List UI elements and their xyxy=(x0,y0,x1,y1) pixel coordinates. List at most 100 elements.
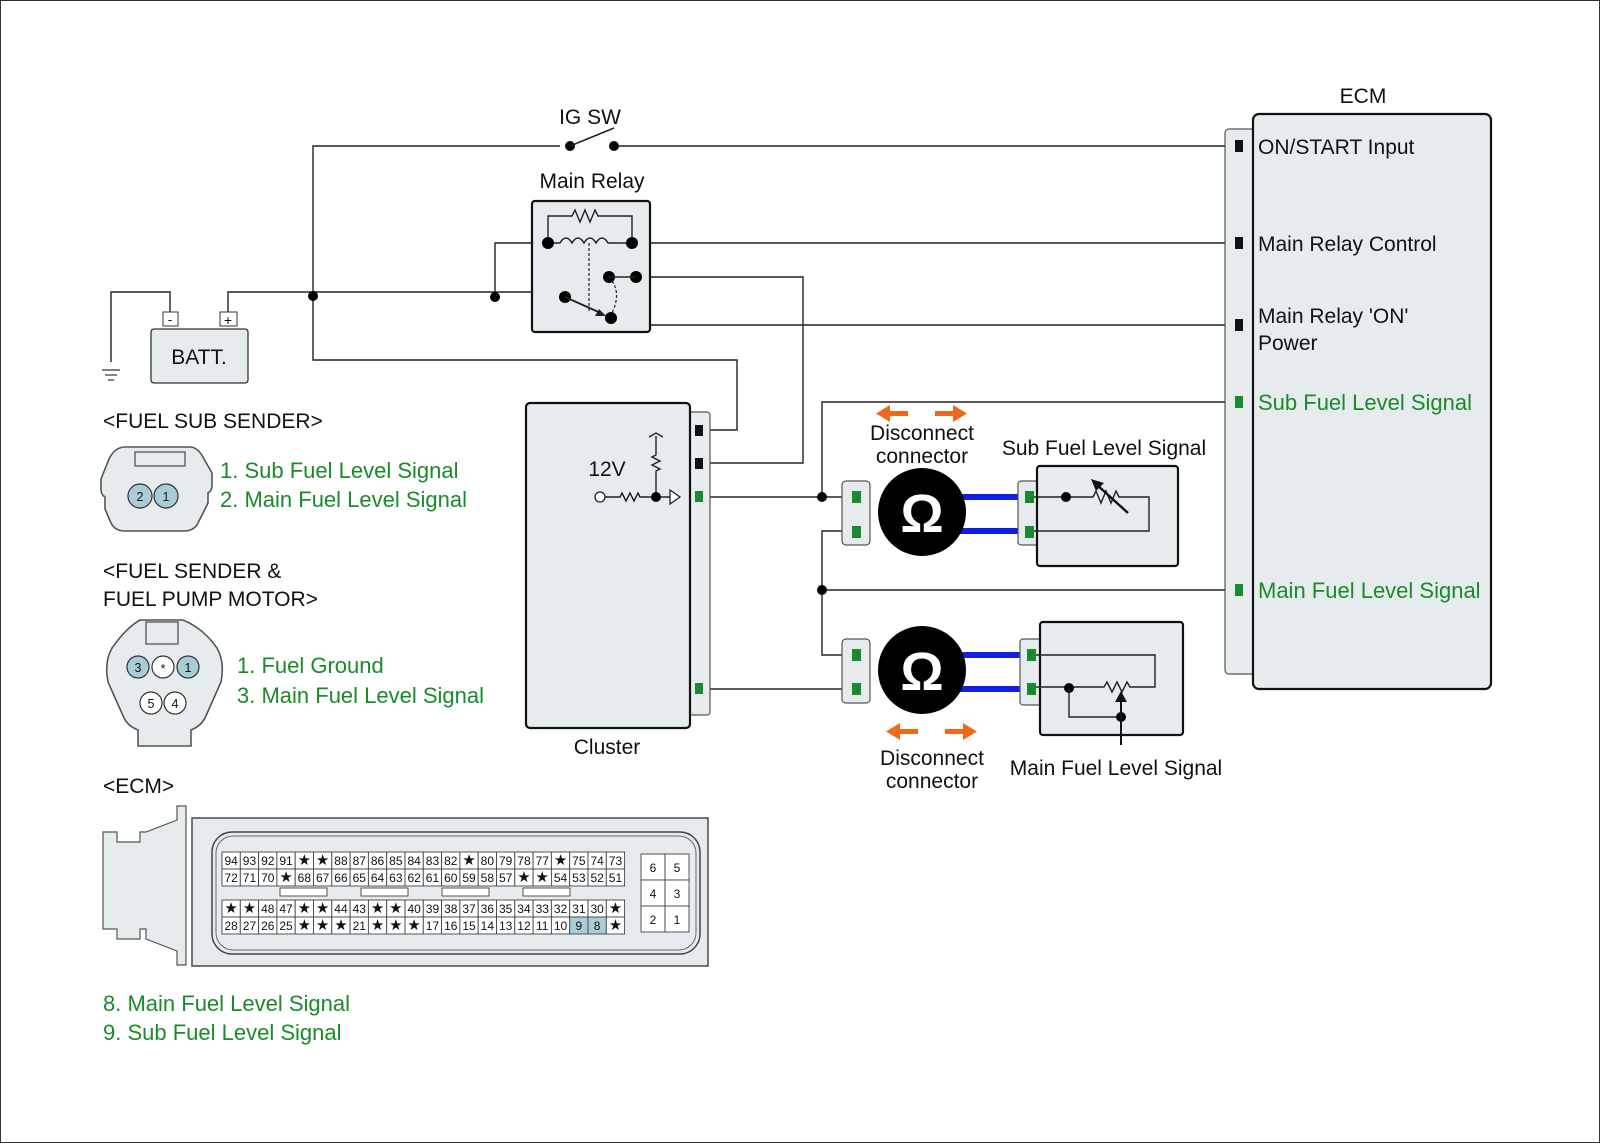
harness-connector[interactable] xyxy=(841,480,871,546)
connector-pin xyxy=(153,483,179,509)
ecm-pin-number: 6 xyxy=(650,861,657,875)
ecm-pin-number: 82 xyxy=(444,854,458,868)
ohmmeter-icon xyxy=(878,626,966,714)
variable-arrow xyxy=(1095,483,1129,514)
battery-neg-label: - xyxy=(168,312,172,327)
ecm-pin-number: 38 xyxy=(444,902,458,916)
ecm-pin-number: 71 xyxy=(243,871,257,885)
ecm-pin-number: ★ xyxy=(224,900,237,917)
ecm-pin-number: ★ xyxy=(298,852,311,869)
ecm-pin-number: 15 xyxy=(462,919,476,933)
sub-fuel-sender: Sub Fuel Level Signal xyxy=(1002,437,1206,568)
cluster-pin-green xyxy=(695,491,703,502)
ecm-pin-black xyxy=(1235,237,1243,249)
ecm-pin-cell xyxy=(640,905,666,933)
disconnect-arrows-icon xyxy=(876,405,967,422)
ecm-pin-number: 52 xyxy=(590,871,604,885)
ecm-pin-number: 88 xyxy=(334,854,348,868)
legend-item: 2. Main Fuel Level Signal xyxy=(220,487,467,512)
ecm-pin-number: 75 xyxy=(572,854,586,868)
battery-pos-label: + xyxy=(224,312,232,328)
ecm-pin-number: 4 xyxy=(650,887,657,901)
ecm-plug-body xyxy=(102,805,187,966)
cluster-supply-symbol xyxy=(648,432,664,438)
sub-sender-body xyxy=(1035,464,1180,568)
harness-pin-green xyxy=(852,649,861,661)
ecm-pin-number: 32 xyxy=(554,902,568,916)
pin-number: 2 xyxy=(137,490,144,504)
ecm-pin-green xyxy=(1235,396,1243,408)
ecm-pin-number: ★ xyxy=(389,917,402,934)
ecm-pin-black xyxy=(1235,140,1243,152)
connector-latch xyxy=(134,451,186,467)
ecm-pin-number: 14 xyxy=(481,919,495,933)
fuel-sub-sender-connector-view: <FUEL SUB SENDER> 2 1 1. Sub Fuel Level … xyxy=(100,410,467,532)
ecm-pin-number: 74 xyxy=(590,854,604,868)
ohmmeter-icon xyxy=(878,468,966,556)
ecm-pin-number: ★ xyxy=(298,900,311,917)
ecm-pin-number: 36 xyxy=(481,902,495,916)
ecm-pin-black xyxy=(1235,319,1243,331)
ecm-pin-number: 11 xyxy=(536,919,549,933)
disconnect-arrows-icon xyxy=(886,723,977,740)
ecm-pin-number: ★ xyxy=(316,852,329,869)
ecm-pin-number: 87 xyxy=(353,854,367,868)
ecm-pin-number: ★ xyxy=(371,900,384,917)
harness-pin-green xyxy=(852,683,861,695)
ecm-pin-number: 31 xyxy=(572,902,586,916)
ecm-pin-green xyxy=(1235,584,1243,596)
relay-arm-arrow xyxy=(595,309,606,316)
wire-relay-to-cluster xyxy=(636,276,804,464)
ecm-pin-number: 54 xyxy=(554,871,568,885)
legend-item: 8. Main Fuel Level Signal xyxy=(103,991,350,1016)
ecm-pin-number: ★ xyxy=(517,869,530,886)
ecm-pin-number: 44 xyxy=(334,902,348,916)
ecm-pin-number: 72 xyxy=(224,871,238,885)
battery-label: BATT. xyxy=(171,346,227,369)
ecm-pin-number: 5 xyxy=(674,861,681,875)
relay-coil xyxy=(550,237,632,245)
connector-pin xyxy=(163,691,187,715)
ecm-pin-number: 47 xyxy=(279,902,293,916)
ecm-pin-number: 65 xyxy=(353,871,367,885)
connector-pin xyxy=(151,655,175,679)
switch-lever xyxy=(569,127,615,147)
ecm-pin-number: 1 xyxy=(674,913,681,927)
ecm-pin-label-line2: Power xyxy=(1258,332,1318,355)
cluster-voltage-label: 12V xyxy=(588,458,625,481)
disconnect-label-line2: connector xyxy=(886,770,978,793)
ecm-pin-number: 94 xyxy=(224,854,238,868)
ecm-pin-number: ★ xyxy=(316,917,329,934)
ignition-switch: IG SW xyxy=(559,106,621,151)
cluster-series-resistor xyxy=(605,491,670,503)
harness-pin-green xyxy=(852,526,861,538)
wire-batt-pos-bus xyxy=(227,291,565,312)
ecm-title: ECM xyxy=(1340,85,1387,108)
ecm-connector-title: <ECM> xyxy=(103,775,174,798)
ecm-pin-number: 9 xyxy=(576,919,583,933)
legend-item: 9. Sub Fuel Level Signal xyxy=(103,1020,342,1045)
wire-batt-neg-ground xyxy=(110,291,171,362)
fuel-sender-pump-connector-view: <FUEL SENDER & FUEL PUMP MOTOR> 3 * 1 5 … xyxy=(103,560,484,747)
ecm-pin-number: 64 xyxy=(371,871,385,885)
ecm-pin-number: 25 xyxy=(279,919,293,933)
ecm-pin-number: 70 xyxy=(261,871,275,885)
ecm-pin-number: 92 xyxy=(261,854,275,868)
wires xyxy=(110,145,1237,690)
ecm-pin-cell xyxy=(664,853,690,881)
cluster-pullup-resistor xyxy=(650,436,662,497)
relay-terminal xyxy=(605,312,617,324)
ecm-pin-number: 57 xyxy=(499,871,513,885)
ecm-pin-number: ★ xyxy=(334,917,347,934)
sub-sender-pin xyxy=(1025,491,1034,503)
junction-dot xyxy=(817,492,827,502)
ecm-pin-number: 62 xyxy=(407,871,421,885)
ecm-pin-number: ★ xyxy=(609,917,622,934)
ecm-pin-number: 21 xyxy=(353,919,367,933)
main-sender-pin xyxy=(1027,683,1036,695)
ecm-pin-number: 27 xyxy=(243,919,257,933)
harness-connector[interactable] xyxy=(841,638,871,704)
junction-dot xyxy=(308,291,318,301)
